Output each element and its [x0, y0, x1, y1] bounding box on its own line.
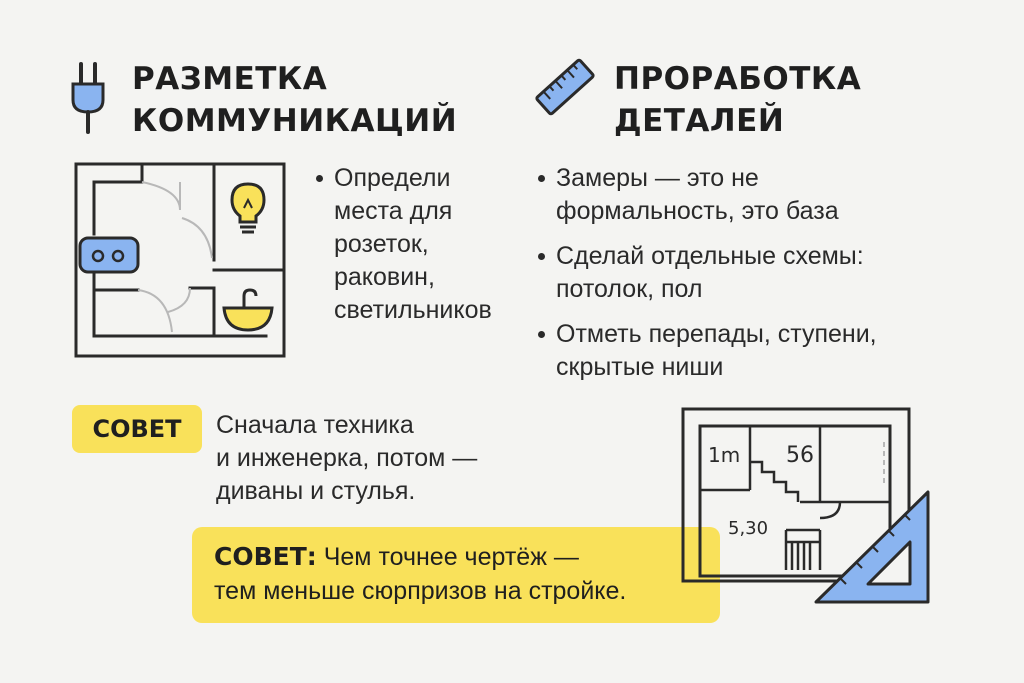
bullet-line: Замеры — это не	[556, 164, 759, 192]
plug-icon	[64, 60, 112, 136]
tip-callout-label: СОВЕТ:	[214, 542, 317, 571]
lightbulb-icon	[226, 178, 270, 238]
room-label-area: 5,30	[728, 518, 768, 539]
tip-callout-text: Чем точнее чертёж —	[316, 543, 579, 571]
tip-badge: СОВЕТ	[72, 405, 202, 453]
list-item: Отметь перепады, ступени, скрытые ниши	[536, 318, 877, 384]
bullet-line: Определи	[334, 164, 451, 192]
bullet-line: скрытые ниши	[556, 353, 724, 381]
bullet-line: розеток,	[334, 230, 429, 258]
room-label-56: 56	[786, 443, 814, 468]
tip-text: Сначала техника и инженерка, потом — див…	[216, 409, 477, 508]
list-item: Определи места для розеток, раковин, све…	[314, 162, 492, 327]
tip-line: диваны и стулья.	[216, 477, 416, 505]
tip-callout-line-2: тем меньше сюрпризов на стройке.	[214, 577, 627, 605]
right-bullet-list: Замеры — это не формальность, это база С…	[536, 162, 877, 384]
tip-callout-line-1: СОВЕТ: Чем точнее чертёж —	[214, 540, 626, 574]
bullet-line: светильников	[334, 296, 492, 324]
tip-badge-label: СОВЕТ	[92, 415, 182, 443]
bullet-line: раковин,	[334, 263, 435, 291]
left-section-title: РАЗМЕТКА КОММУНИКАЦИЙ	[132, 58, 457, 142]
room-label-1m: 1m	[708, 443, 740, 467]
left-title-line-2: КОММУНИКАЦИЙ	[132, 103, 458, 139]
tip-line: и инженерка, потом —	[216, 444, 478, 472]
tip-line: Сначала техника	[216, 411, 414, 439]
floor-plan-drawing: 1m 56 5,30	[680, 406, 912, 584]
bullet-line: Отметь перепады, ступени,	[556, 320, 877, 348]
bullet-line: формальность, это база	[556, 197, 839, 225]
sink-icon	[220, 286, 276, 336]
left-title-line-1: РАЗМЕТКА	[132, 61, 328, 97]
right-title-line-1: ПРОРАБОТКА	[614, 61, 862, 97]
set-square-icon	[810, 488, 936, 608]
bullet-line: места для	[334, 197, 453, 225]
bullet-line: потолок, пол	[556, 275, 703, 303]
right-title-line-2: ДЕТАЛЕЙ	[614, 103, 785, 139]
list-item: Замеры — это не формальность, это база	[536, 162, 877, 228]
room-plan-diagram	[72, 160, 290, 360]
list-item: Сделай отдельные схемы: потолок, пол	[536, 240, 877, 306]
tip-callout-box: СОВЕТ: Чем точнее чертёж — тем меньше сю…	[192, 527, 720, 623]
left-bullet-list: Определи места для розеток, раковин, све…	[314, 162, 492, 327]
right-section-title: ПРОРАБОТКА ДЕТАЛЕЙ	[614, 58, 861, 142]
bullet-line: Сделай отдельные схемы:	[556, 242, 864, 270]
ruler-icon	[532, 56, 598, 118]
